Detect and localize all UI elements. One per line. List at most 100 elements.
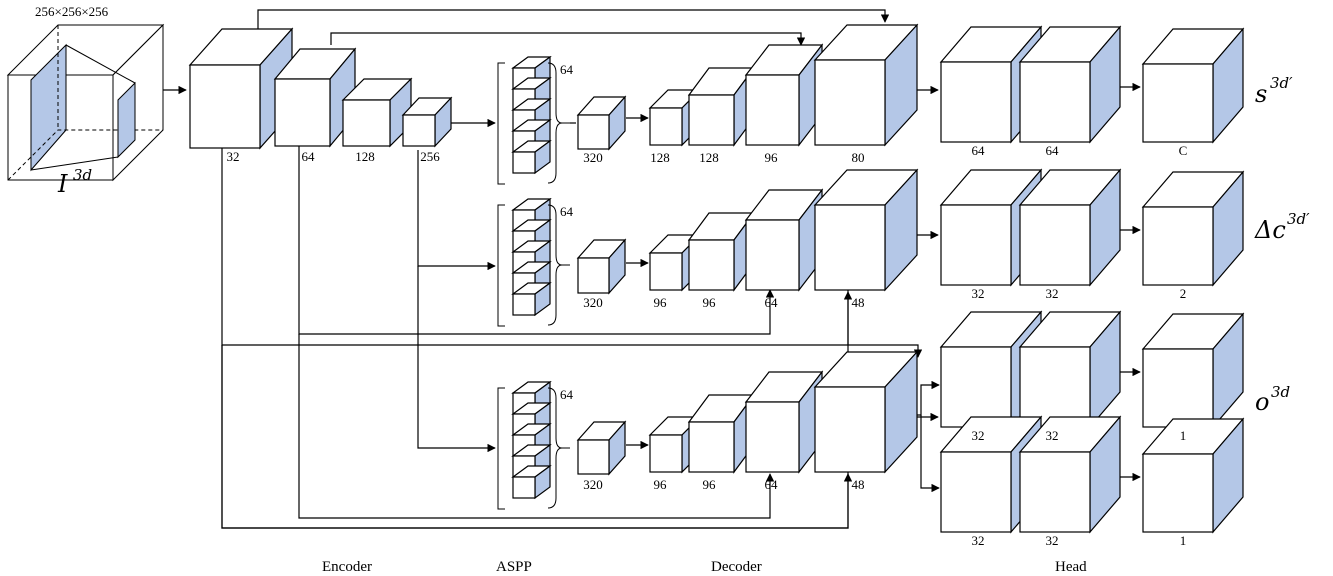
section-label-aspp: ASPP (496, 559, 532, 575)
decoder-3-block-4-front (745, 401, 800, 473)
decoder-branches (576, 23, 919, 476)
head-semantic-block-2 (1018, 25, 1122, 144)
decoder-2-block-4-front (745, 219, 800, 291)
aspp-module-1 (497, 55, 570, 185)
skip-enc2-row3 (298, 334, 775, 519)
head-offset-block-1 (939, 168, 1043, 287)
head-occupancy-b-label-3: 1 (1180, 533, 1187, 548)
head-blocks (939, 25, 1245, 534)
encoder-blocks (188, 27, 453, 150)
aspp-2-cell-5 (511, 281, 552, 317)
head-occupancy-b-label-2: 32 (1046, 533, 1059, 548)
decoder-2-label-4: 64 (765, 295, 779, 310)
enc-to-aspp-2 (417, 150, 496, 271)
head-occupancy-a-block-2-front (1019, 346, 1091, 428)
decoder-3-block-1-front (577, 439, 610, 475)
head-offset-block-2 (1018, 168, 1122, 287)
decoder-3-label-1: 320 (583, 477, 603, 492)
decoder-3-label-3: 96 (703, 477, 717, 492)
encoder-block-2-front (274, 78, 331, 147)
aspp-2-channel-label: 64 (560, 204, 574, 219)
head-occupancy-a-label-1: 32 (972, 428, 985, 443)
input-symbol-sup: 3d (73, 166, 92, 184)
aspp-3-cell-5-front (512, 476, 536, 499)
output-symbol-offset: Δc (1254, 216, 1286, 244)
head-occupancy-b-block-1-front (940, 451, 1012, 533)
head-offset-block-1-front (940, 204, 1012, 286)
head-occupancy-a-label-2: 32 (1046, 428, 1059, 443)
skip-enc1-row3 (221, 345, 853, 529)
aspp-1-cell-5 (511, 139, 552, 175)
decoder-1-block-5 (813, 23, 919, 147)
decoder-2-label-5: 48 (852, 295, 865, 310)
zoom-line-top (65, 44, 136, 84)
decoder-1-block-4-front (745, 74, 800, 146)
head-semantic-block-3-front (1142, 63, 1214, 143)
decoder-1-label-3: 128 (699, 150, 719, 165)
decoder-3-block-3-front (688, 421, 735, 473)
decoder-2-label-1: 320 (583, 295, 603, 310)
decoder-3-block-4 (744, 370, 824, 474)
head-offset-block-3 (1141, 170, 1245, 287)
input-size-label: 256×256×256 (35, 4, 109, 19)
head-offset-block-2-front (1019, 204, 1091, 286)
zoom-line-bottom (30, 156, 119, 171)
aspp-3-cell-4 (511, 443, 552, 479)
decoder-1-block-5-front (814, 59, 886, 146)
head-occupancy-b-label-1: 32 (972, 533, 985, 548)
input-symbol: I (57, 170, 68, 198)
head-semantic-label-2: 64 (1046, 143, 1060, 158)
decoder-1-block-3-front (688, 94, 735, 146)
output-symbol-semantic: s (1255, 80, 1267, 108)
encoder-block-4-front (402, 114, 436, 147)
head-semantic-label-3: C (1179, 143, 1188, 158)
decoder-3-label-4: 64 (765, 477, 779, 492)
head-occupancy-b-block-3 (1141, 417, 1245, 534)
aspp-1-channel-label: 64 (560, 62, 574, 77)
decoder-1-block-1-front (577, 114, 610, 150)
input-slice-zoom (117, 81, 136, 159)
decoder-3-block-2-front (649, 434, 683, 473)
skip-enc2-top (330, 32, 806, 46)
decoder-3-label-5: 48 (852, 477, 865, 492)
head-semantic-label-1: 64 (972, 143, 986, 158)
encoder-block-4 (401, 96, 453, 148)
section-label-head: Head (1055, 559, 1087, 575)
encoder-block-3-front (342, 99, 391, 147)
head-semantic-block-2-front (1019, 61, 1091, 143)
encoder-block-3 (341, 77, 413, 148)
decoder-1-label-4: 96 (765, 150, 779, 165)
decoder-3-block-1 (576, 420, 627, 476)
decoder-3-block-5-front (814, 386, 886, 473)
encoder-label-4: 256 (420, 149, 440, 164)
decoder-2-block-3 (687, 211, 756, 292)
decoder-3-label-2: 96 (654, 477, 668, 492)
decoder-1-label-5: 80 (852, 150, 865, 165)
decoder-2-label-2: 96 (654, 295, 668, 310)
encoder-label-2: 64 (302, 149, 316, 164)
aspp-2-bracket-left (497, 204, 505, 327)
decoder-2-block-3-front (688, 239, 735, 291)
decoder-1-block-3 (687, 66, 756, 147)
aspp-3-cell-5 (511, 464, 552, 500)
head-occupancy-a-block-3 (1141, 312, 1245, 429)
aspp-module-3 (497, 380, 570, 510)
aspp-modules (497, 55, 570, 510)
aspp-3-bracket-left (497, 387, 505, 510)
head-occupancy-b-block-3-front (1142, 453, 1214, 533)
head-occupancy-b-block-2-front (1019, 451, 1091, 533)
head-occupancy-a-block-1-front (940, 346, 1012, 428)
aspp-1-cell-5-front (512, 151, 536, 174)
head-semantic-block-1-front (940, 61, 1012, 143)
decoder-2-block-1 (576, 238, 627, 295)
section-label-encoder: Encoder (322, 559, 372, 575)
skip-enc2-row2 (298, 146, 775, 335)
decoder-2-block-2-front (649, 252, 683, 291)
head-offset-label-2: 32 (1046, 286, 1059, 301)
head-offset-label-3: 2 (1180, 286, 1187, 301)
encoder-block-1-front (189, 64, 261, 149)
decoder-1-block-1 (576, 95, 627, 151)
enc-to-aspp-3 (417, 266, 496, 453)
